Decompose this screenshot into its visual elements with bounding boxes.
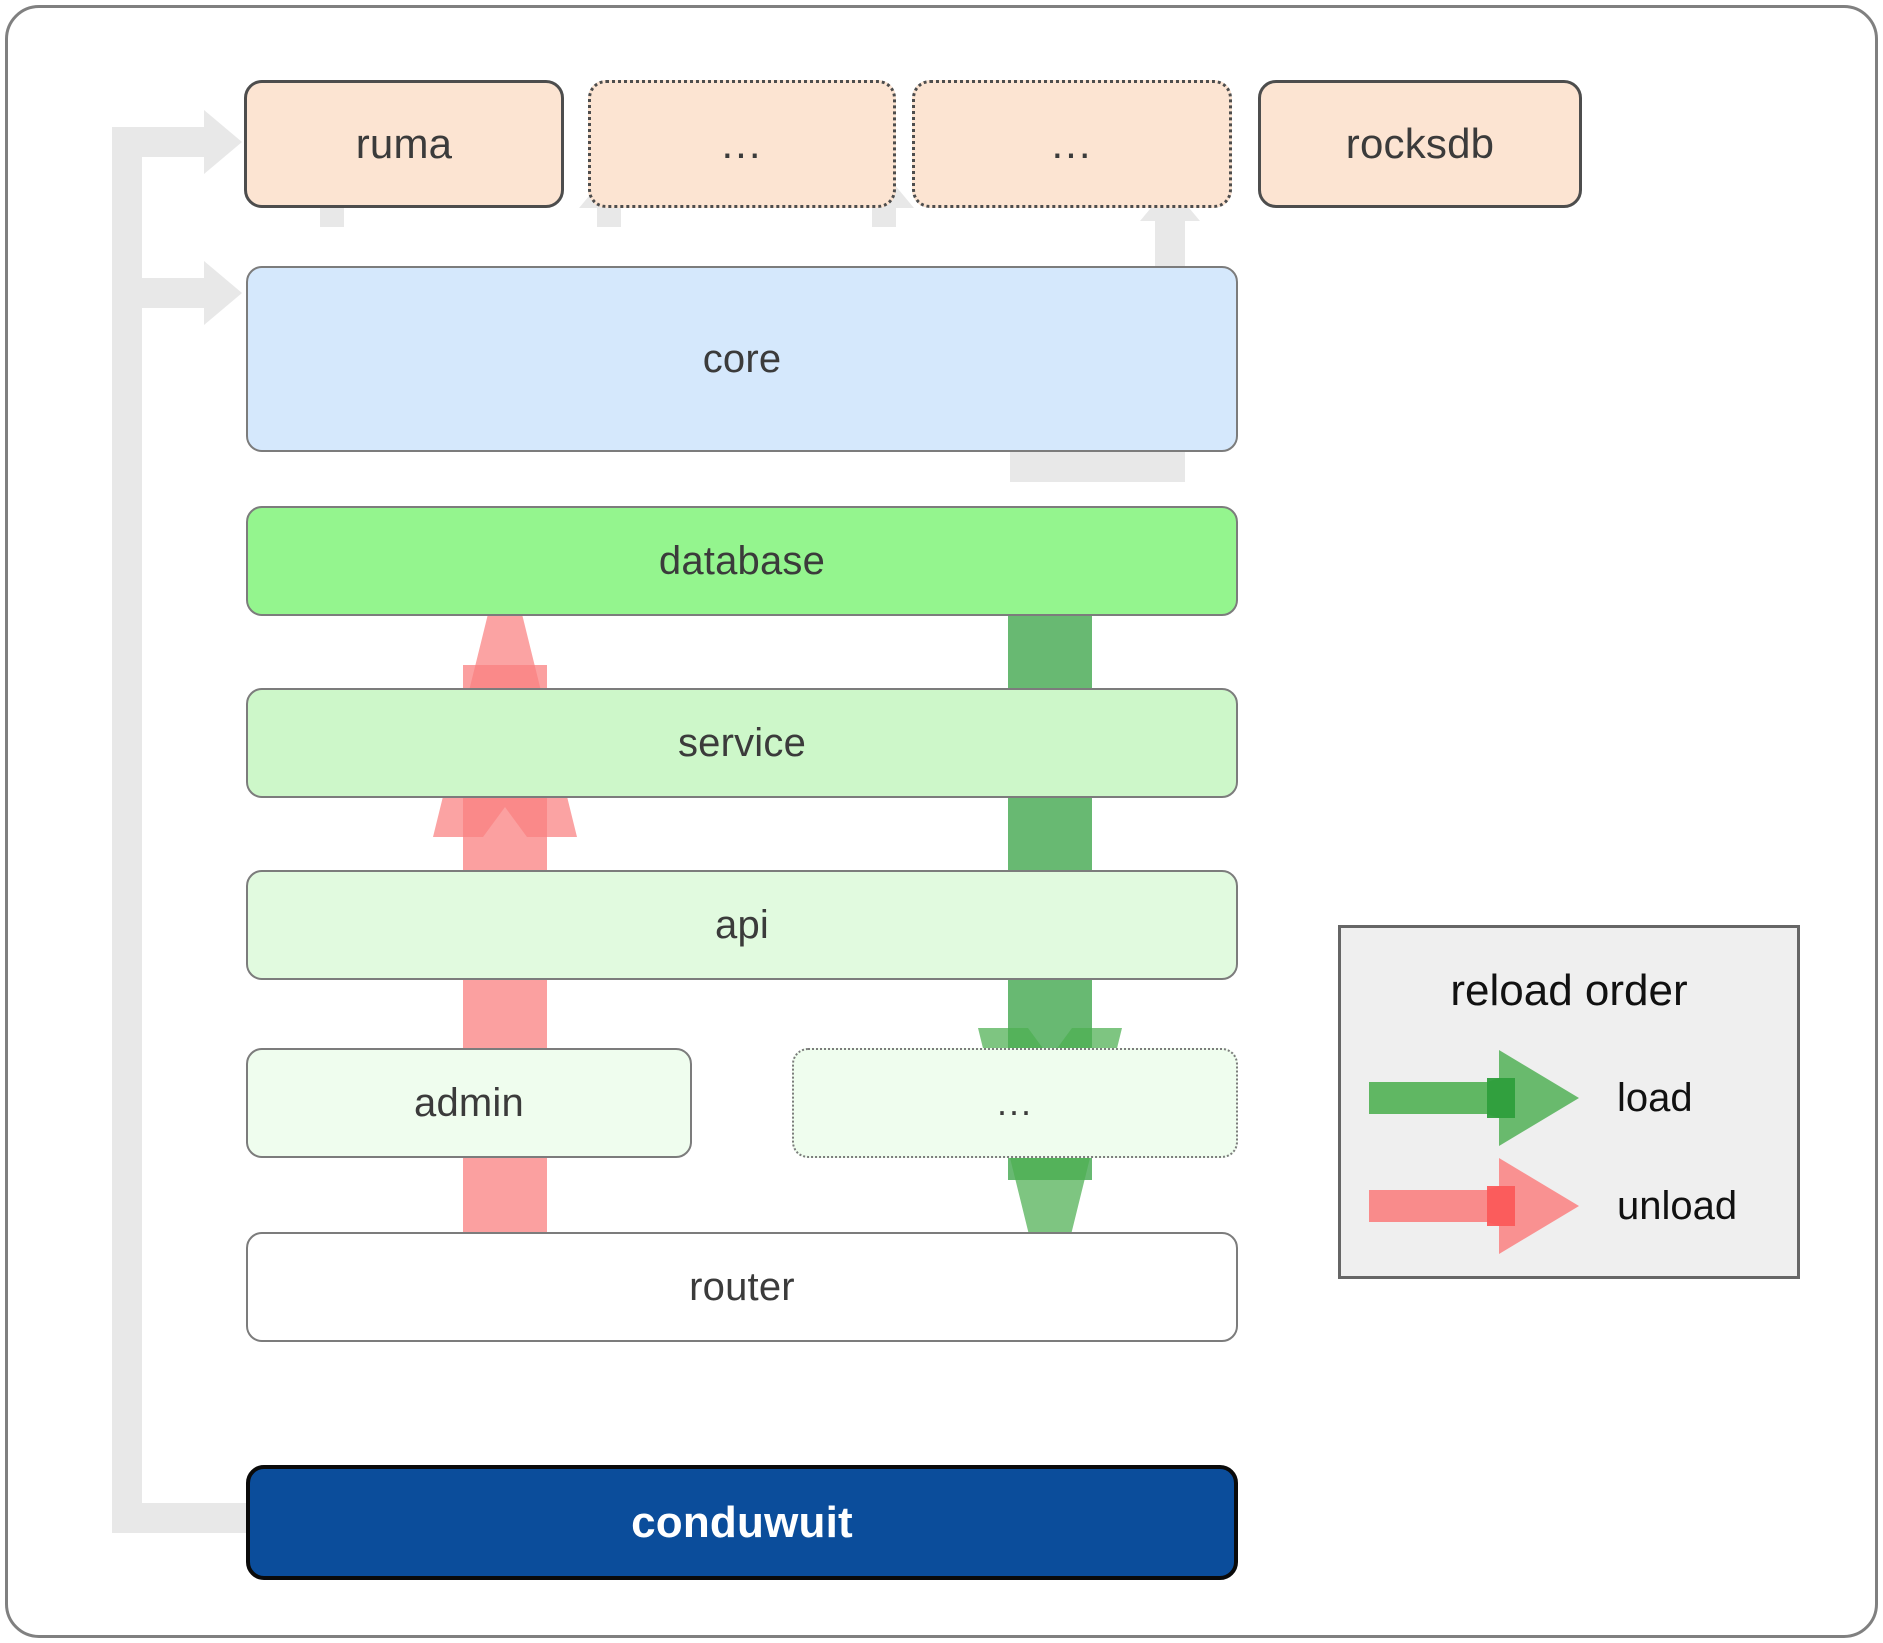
connector-core-to-dots2-stem	[872, 205, 896, 227]
node-dep-dots-2-label: ...	[1051, 120, 1093, 167]
node-rocksdb[interactable]: rocksdb	[1258, 80, 1582, 208]
legend-title: reload order	[1450, 966, 1688, 1015]
node-ruma[interactable]: ruma	[244, 80, 564, 208]
node-conduwuit[interactable]: conduwuit	[246, 1465, 1238, 1580]
node-router-label: router	[689, 1264, 795, 1309]
node-dep-dots-1-label: ...	[721, 120, 763, 167]
connector-arrow-core	[204, 261, 242, 325]
legend-panel: reload order load unload	[1338, 925, 1800, 1279]
node-dep-dots-2[interactable]: ...	[912, 80, 1232, 208]
legend-load-label: load	[1617, 1076, 1693, 1120]
legend-unload-label: unload	[1617, 1184, 1738, 1228]
node-rocksdb-label: rocksdb	[1345, 120, 1495, 167]
connector-arrow-ruma	[204, 110, 242, 174]
connector-core-to-ruma-stem	[320, 205, 344, 227]
connector-database-horizontal	[1010, 452, 1170, 482]
connector-branch-ruma	[112, 127, 216, 157]
node-service-label: service	[677, 720, 807, 765]
connector-branch-core	[112, 278, 216, 308]
node-layer-dots[interactable]: ...	[792, 1048, 1238, 1158]
connector-trunk-to-conduwuit	[112, 1503, 247, 1533]
node-admin-label: admin	[414, 1080, 524, 1125]
node-core[interactable]: core	[246, 266, 1238, 452]
node-ruma-label: ruma	[355, 120, 453, 167]
node-service[interactable]: service	[246, 688, 1238, 798]
node-dep-dots-1[interactable]: ...	[588, 80, 896, 208]
node-database[interactable]: database	[246, 506, 1238, 616]
node-layer-dots-label: ...	[996, 1082, 1033, 1123]
node-router[interactable]: router	[246, 1232, 1238, 1342]
node-api-label: api	[715, 902, 769, 947]
node-conduwuit-label: conduwuit	[631, 1497, 853, 1547]
legend-load-arrow	[1369, 1050, 1579, 1146]
node-database-label: database	[658, 538, 826, 583]
node-admin[interactable]: admin	[246, 1048, 692, 1158]
connector-trunk-vertical	[112, 127, 142, 1533]
connector-core-to-dots1-stem	[597, 205, 621, 227]
legend-unload-arrow	[1369, 1158, 1579, 1254]
node-api[interactable]: api	[246, 870, 1238, 980]
node-core-label: core	[702, 336, 782, 381]
